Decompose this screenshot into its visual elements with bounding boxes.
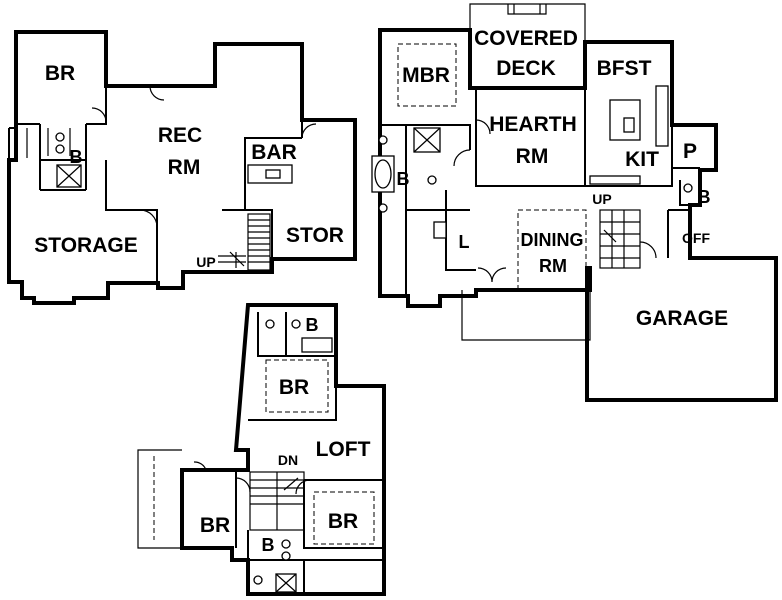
upper-level-plan: B BR LOFT DN BR BR B <box>137 303 386 596</box>
room-label-laundry: L <box>459 232 470 252</box>
door-swing <box>639 241 657 259</box>
room-label-rec: REC <box>158 124 202 147</box>
room-label-master-bath: B <box>397 169 410 189</box>
room-label-hearth: HEARTH <box>489 113 577 136</box>
room-label-bfst: BFST <box>597 57 652 80</box>
room-label-deck: DECK <box>496 57 556 80</box>
bar-sink <box>265 169 281 179</box>
room-label-bar: BAR <box>251 141 297 164</box>
lower-level-wall <box>16 86 107 125</box>
room-label-br-top: BR <box>279 376 309 399</box>
room-label-hearth-rm: RM <box>516 145 549 168</box>
lower-level-wall <box>222 209 273 259</box>
door-swing <box>235 477 251 493</box>
door-swing <box>475 119 491 135</box>
room-label-bath-top: B <box>306 315 319 335</box>
main-level-wall <box>475 88 586 187</box>
room-label-stor: STOR <box>286 224 344 247</box>
kitchen-counter <box>655 85 669 147</box>
dining-room-outline <box>517 209 587 291</box>
door-swing <box>193 461 207 471</box>
room-label-garage: GARAGE <box>636 307 728 330</box>
stairs-up-label: UP <box>196 254 215 270</box>
lower-bath-shower-x <box>275 573 297 593</box>
kitchen-sink <box>623 117 635 133</box>
door-swing <box>149 85 165 101</box>
stairs-up-label: UP <box>592 191 611 207</box>
room-label-storage: STORAGE <box>34 234 137 257</box>
door-swing <box>295 479 311 495</box>
mbr-tray-ceiling <box>397 43 457 107</box>
half-bath-sink <box>683 183 693 193</box>
lower-bath-toilet <box>55 144 65 154</box>
lower-bath-shower-x <box>56 164 82 188</box>
master-sink <box>378 135 388 145</box>
master-tub <box>374 159 392 189</box>
room-label-bath: B <box>70 147 83 167</box>
lower-level-wall <box>105 160 158 283</box>
covered-deck-outline <box>507 4 547 15</box>
main-level-wall <box>672 167 700 206</box>
master-sink <box>378 203 388 213</box>
room-label-half-bath: B <box>698 187 711 207</box>
upper-tub <box>301 337 333 353</box>
master-toilet <box>427 175 437 185</box>
laundry-appliance <box>433 221 447 239</box>
lower-level-stairs <box>218 213 271 271</box>
main-level-wall <box>667 209 691 258</box>
room-label-mbr: MBR <box>402 64 450 87</box>
door-swing <box>301 123 317 139</box>
front-door-swing <box>477 267 507 283</box>
lower-bath-sink <box>55 132 65 142</box>
main-level-stairs <box>599 209 641 269</box>
room-label-br-left: BR <box>200 514 230 537</box>
main-level-outer-wall <box>378 28 778 402</box>
lower-level-plan: BR B REC RM BAR STORAGE STOR UP <box>7 30 357 305</box>
lower-level-wall <box>39 124 87 191</box>
room-label-kit: KIT <box>625 148 659 171</box>
room-label-pantry: P <box>683 140 697 163</box>
room-label-rec-rm: RM <box>168 156 201 179</box>
covered-deck-outline <box>469 3 586 88</box>
room-label-br: BR <box>45 62 75 85</box>
upper-level-outline <box>137 449 182 549</box>
door-swing <box>139 209 158 228</box>
upper-level-wall <box>248 386 337 421</box>
stairs-down-label: DN <box>278 452 298 468</box>
upper-toilet <box>265 319 275 329</box>
br-top-tray-ceiling <box>265 359 329 413</box>
front-porch-outline <box>461 290 591 341</box>
room-label-bath-bottom: B <box>262 535 275 555</box>
lower-level-wall <box>26 128 71 158</box>
door-swing <box>453 149 471 167</box>
main-level-wall <box>406 190 476 271</box>
upper-level-wall <box>257 312 336 357</box>
room-label-dining: DINING <box>521 230 584 250</box>
upper-level-wall <box>248 559 384 594</box>
main-level-wall <box>380 124 471 296</box>
lower-level-outer-wall <box>7 30 357 305</box>
room-label-loft: LOFT <box>316 438 371 461</box>
upper-bath-toilet <box>281 551 291 561</box>
upper-level-stairs <box>249 471 305 531</box>
lower-level-wall <box>8 127 17 160</box>
upper-sink <box>291 319 301 329</box>
upper-bath-sink <box>281 539 291 549</box>
room-label-off: OFF <box>682 230 710 246</box>
door-swing <box>91 107 107 123</box>
main-level-wall <box>585 125 673 187</box>
upper-level-wall <box>303 479 384 549</box>
upper-bath-sink <box>253 575 263 585</box>
room-label-br-right: BR <box>328 510 358 533</box>
main-level-plan: MBR COVERED DECK BFST HEARTH RM KIT P B … <box>371 3 778 402</box>
upper-level-outer-wall <box>180 303 386 596</box>
kitchen-counter <box>589 175 641 185</box>
upper-level-wall <box>182 469 249 560</box>
master-shower-x <box>413 127 441 153</box>
room-label-dining-rm: RM <box>539 256 567 276</box>
room-label-covered: COVERED <box>474 27 578 50</box>
